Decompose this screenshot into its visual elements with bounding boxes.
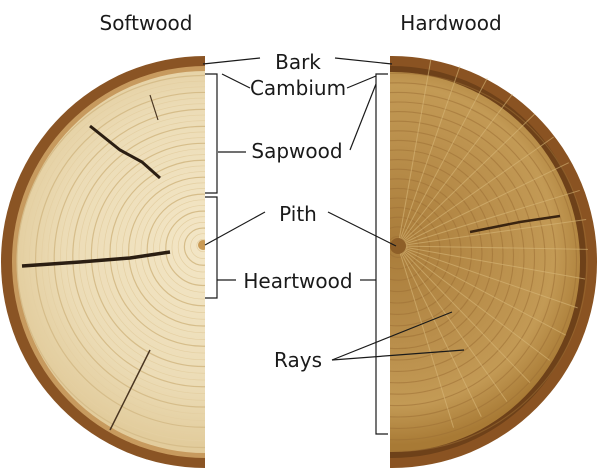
softwood-brackets — [205, 74, 217, 298]
hardwood-heading: Hardwood — [400, 11, 501, 35]
hardwood-pith — [390, 238, 406, 254]
softwood-heading: Softwood — [100, 11, 193, 35]
hardwood-bracket — [376, 74, 388, 434]
softwood-section — [1, 56, 409, 468]
label-cambium: Cambium — [250, 76, 346, 100]
label-rays: Rays — [274, 348, 322, 372]
label-bark: Bark — [275, 50, 321, 74]
softwood-pith — [198, 240, 208, 250]
label-sapwood: Sapwood — [251, 139, 342, 163]
hardwood-section — [187, 56, 597, 468]
label-pith: Pith — [279, 202, 317, 226]
label-heartwood: Heartwood — [243, 269, 352, 293]
